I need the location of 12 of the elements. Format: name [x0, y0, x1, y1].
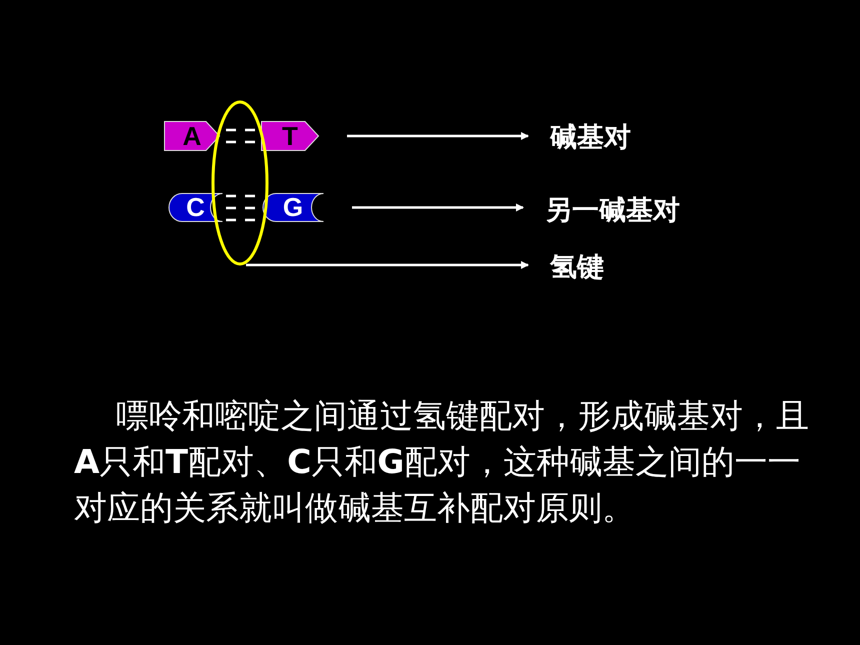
base-tag: T — [261, 121, 319, 151]
callout-label: 碱基对 — [550, 121, 660, 155]
base-tag: C — [168, 193, 223, 222]
arrow — [246, 261, 529, 269]
callout-label: 氢键 — [550, 251, 630, 285]
arrow — [352, 204, 524, 212]
base-tag: G — [262, 193, 324, 222]
ellipse-outline — [211, 100, 269, 266]
base-tag: A — [164, 121, 220, 151]
paragraph-text: 嘌呤和嘧啶之间通过氢键配对，形成碱基对，且A只和T配对、C只和G配对，这种碱基之间的一一对应的关系就叫做碱基互补配对原则。 — [74, 395, 809, 529]
callout-label: 另一碱基对 — [545, 194, 715, 228]
arrow — [347, 132, 529, 140]
